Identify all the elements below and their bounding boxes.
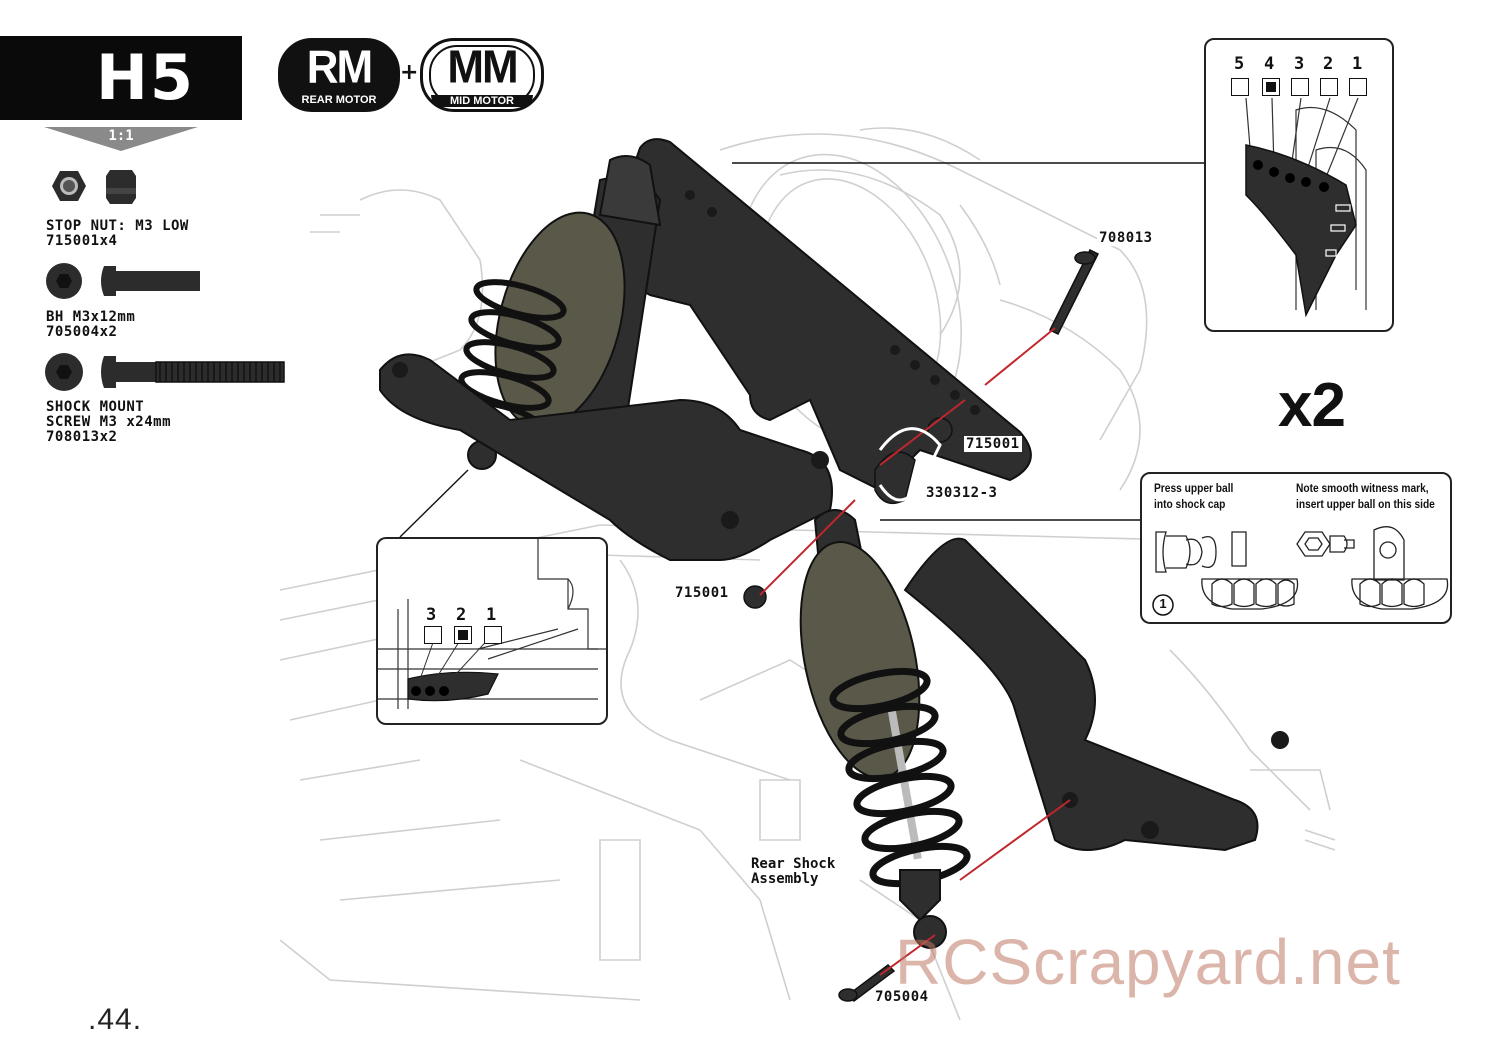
position-2-box (1320, 78, 1338, 96)
leader-lines (399, 162, 1204, 538)
arm-position-2-box-selected (454, 626, 472, 644)
position-4-label: 4 (1264, 54, 1275, 74)
page-number: .44. (88, 1003, 143, 1036)
stop-nut-icon (52, 170, 136, 204)
step-marker-1: 1 (1159, 596, 1167, 611)
arm-position-1-box (484, 626, 502, 644)
rear-motor-badge: RM REAR MOTOR (278, 38, 400, 112)
position-1-box (1349, 78, 1367, 96)
callout-708013: 708013 (1097, 230, 1155, 246)
rear-shock-assembly-label: Rear Shock Assembly (751, 856, 836, 887)
arm-position-3-label: 3 (426, 605, 437, 625)
suspension-arm-lower (903, 537, 1259, 852)
position-5-box (1231, 78, 1249, 96)
callout-715001-left: 715001 (673, 585, 731, 601)
scale-label: 1:1 (108, 128, 134, 144)
arm-position-1-label: 1 (486, 605, 497, 625)
upper-ball-inset: Press upper ball into shock cap Note smo… (1140, 472, 1452, 624)
position-5-label: 5 (1234, 54, 1245, 74)
bh-screw-icon (46, 263, 200, 299)
position-3-label: 3 (1294, 54, 1305, 74)
arm-position-3-box (424, 626, 442, 644)
note-witness-mark: Note smooth witness mark, insert upper b… (1296, 481, 1435, 511)
arm-position-2-label: 2 (456, 605, 467, 625)
watermark: RCScrapyard.net (895, 926, 1401, 998)
rear-motor-text: REAR MOTOR (301, 94, 377, 106)
callout-705004: 705004 (873, 989, 931, 1005)
position-4-box-selected (1262, 78, 1280, 96)
callout-715001-right: 715001 (964, 436, 1022, 452)
position-3-box (1291, 78, 1309, 96)
suspension-arm-upper (379, 353, 833, 561)
mid-motor-badge: MM MID MOTOR (420, 38, 544, 112)
callout-330312-3: 330312-3 (924, 485, 1000, 501)
part-shock-mount-screw: SHOCK MOUNT SCREW M3 x24mm 708013x2 (46, 399, 172, 445)
part-stop-nut: STOP NUT: M3 LOW 715001x4 (46, 218, 189, 249)
step-label: H5 (96, 41, 196, 114)
shock-upper-left (453, 155, 662, 470)
plus-sign: + (400, 60, 419, 85)
shock-tower-position-inset: 5 4 3 2 1 (1204, 38, 1394, 332)
quantity-multiplier: x2 (1278, 371, 1346, 440)
shock-tower-detail (1245, 97, 1367, 318)
arm-position-inset: 3 2 1 (376, 537, 608, 725)
part-bh-screw: BH M3x12mm 705004x2 (46, 309, 136, 340)
shock-lower-right (799, 509, 971, 949)
position-2-label: 2 (1323, 54, 1334, 74)
position-1-label: 1 (1352, 54, 1363, 74)
mid-motor-abbrev: MM (447, 41, 518, 94)
rear-motor-abbrev: RM (306, 41, 373, 94)
mid-motor-text: MID MOTOR (431, 95, 533, 107)
arm-mount-detail (378, 539, 606, 709)
upper-ball-detail (1152, 526, 1449, 616)
step-badge: H5 (0, 36, 242, 120)
note-press-ball: Press upper ball into shock cap (1154, 481, 1234, 511)
scale-indicator (44, 127, 198, 151)
shock-mount-screw-icon (45, 353, 285, 391)
